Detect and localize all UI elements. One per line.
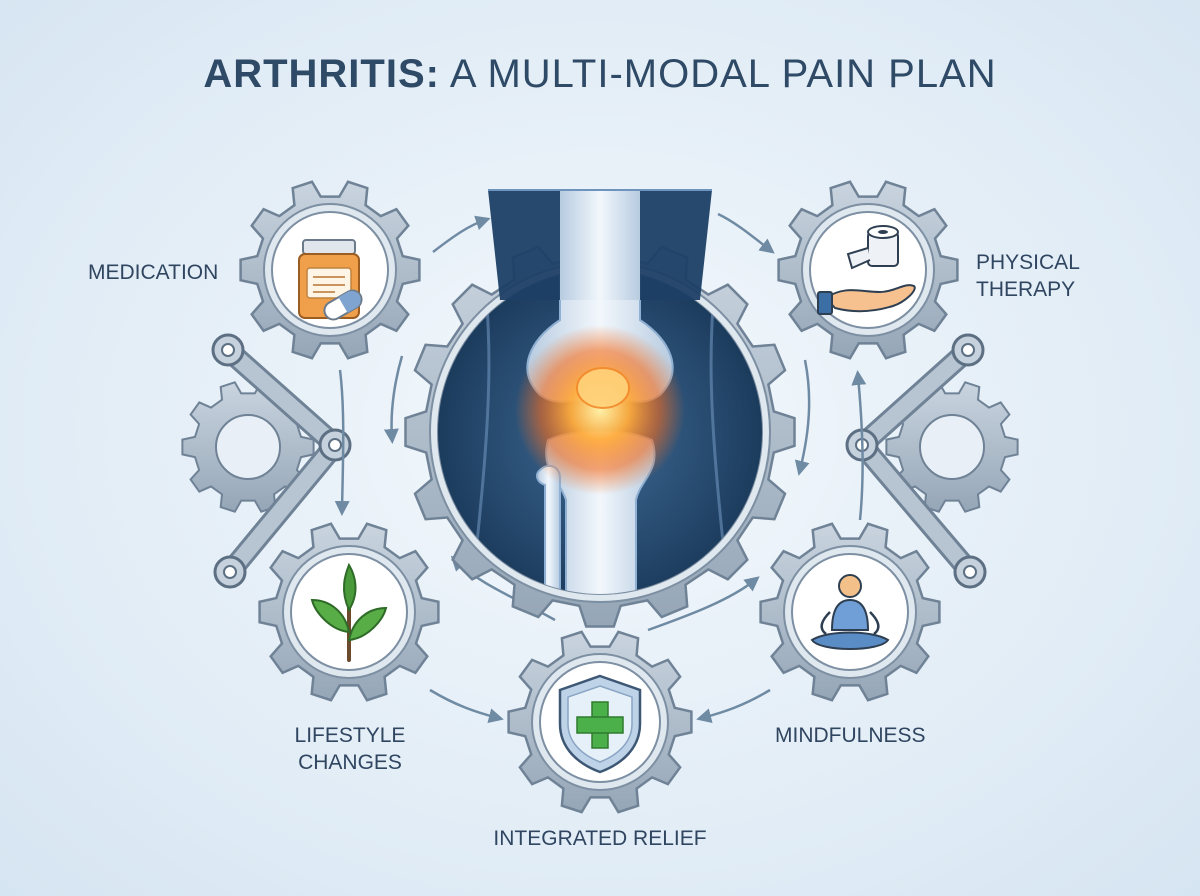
linkage-arm bbox=[219, 434, 346, 583]
label-mindfulness: MINDFULNESS bbox=[775, 724, 926, 747]
label-physical-therapy-1: PHYSICAL bbox=[976, 251, 1080, 274]
flow-arrow bbox=[794, 359, 811, 476]
label-lifestyle-2: CHANGES bbox=[298, 751, 402, 774]
leg-upper bbox=[488, 189, 712, 300]
flow-arrow bbox=[432, 215, 491, 253]
flow-arrows bbox=[334, 212, 867, 723]
title-light: A MULTI-MODAL PAIN PLAN bbox=[449, 52, 997, 96]
flow-arrow bbox=[696, 688, 771, 723]
bandage-hand-icon bbox=[817, 225, 916, 315]
flow-arrow bbox=[383, 355, 404, 444]
flow-arrow bbox=[647, 576, 760, 632]
right-side-gear bbox=[885, 381, 1019, 513]
physical-therapy-gear bbox=[777, 180, 959, 360]
page-title: ARTHRITIS: A MULTI-MODAL PAIN PLAN bbox=[0, 52, 1200, 97]
knee-joint-icon bbox=[438, 270, 762, 594]
label-lifestyle-1: LIFESTYLE bbox=[294, 724, 406, 747]
linkage-arm bbox=[851, 434, 981, 583]
flow-arrow bbox=[334, 369, 350, 516]
shield-cross-icon bbox=[558, 674, 642, 774]
flow-arrow bbox=[429, 688, 504, 723]
label-integrated-relief: INTEGRATED RELIEF bbox=[493, 827, 707, 850]
flow-arrow bbox=[717, 212, 775, 254]
leaf-sprout-icon bbox=[310, 562, 388, 662]
pill-bottle-icon bbox=[298, 239, 363, 321]
linkage-arm bbox=[851, 339, 979, 456]
title-strong: ARTHRITIS: bbox=[203, 52, 440, 96]
label-physical-therapy-2: THERAPY bbox=[976, 278, 1076, 301]
label-medication: MEDICATION bbox=[88, 261, 219, 284]
linkage-arm bbox=[217, 339, 346, 456]
flow-arrow bbox=[851, 370, 867, 521]
meditation-icon bbox=[810, 574, 890, 650]
left-side-gear bbox=[181, 381, 315, 513]
